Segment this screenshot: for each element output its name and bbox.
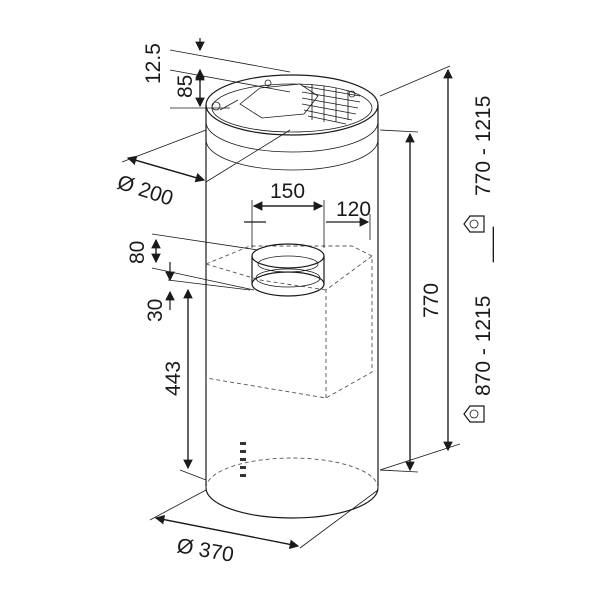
motor-housing (205, 245, 373, 399)
dim-diameter-370: Ø 370 (149, 489, 379, 567)
dim-443: 443 (162, 288, 207, 481)
dim-150-120: 150 120 (244, 180, 371, 248)
hood-body (205, 74, 379, 519)
dim-120-label: 120 (336, 198, 371, 221)
dim-top-left: 12.5 85 (142, 38, 291, 109)
range-separator-label: ___ (472, 227, 495, 263)
dim-dia200-label: Ø 200 (114, 171, 176, 211)
dim-150-label: 150 (270, 180, 305, 203)
dim-12-5-label: 12.5 (142, 43, 165, 84)
range-lower-label: 870 - 1215 (472, 296, 495, 396)
house-recirculation-icon (463, 215, 485, 233)
dim-443-label: 443 (162, 361, 185, 396)
dim-diameter-200: Ø 200 (114, 129, 291, 211)
house-extraction-icon (463, 405, 485, 423)
dim-range: 770 - 1215 ___ 870 - 1215 (379, 65, 495, 471)
dim-80-label: 80 (126, 241, 149, 264)
dim-85-label: 85 (174, 75, 197, 98)
control-buttons (240, 442, 246, 477)
dim-770-label: 770 (420, 283, 443, 318)
dim-30-label: 30 (144, 299, 167, 322)
duct-spigot (251, 243, 325, 297)
range-upper-label: 770 - 1215 (472, 96, 495, 196)
dim-80-30: 80 30 (126, 233, 259, 322)
grille-slots (301, 84, 361, 125)
dim-770: 770 (379, 129, 443, 473)
dim-dia370-label: Ø 370 (175, 534, 235, 567)
top-outlet (211, 79, 361, 125)
